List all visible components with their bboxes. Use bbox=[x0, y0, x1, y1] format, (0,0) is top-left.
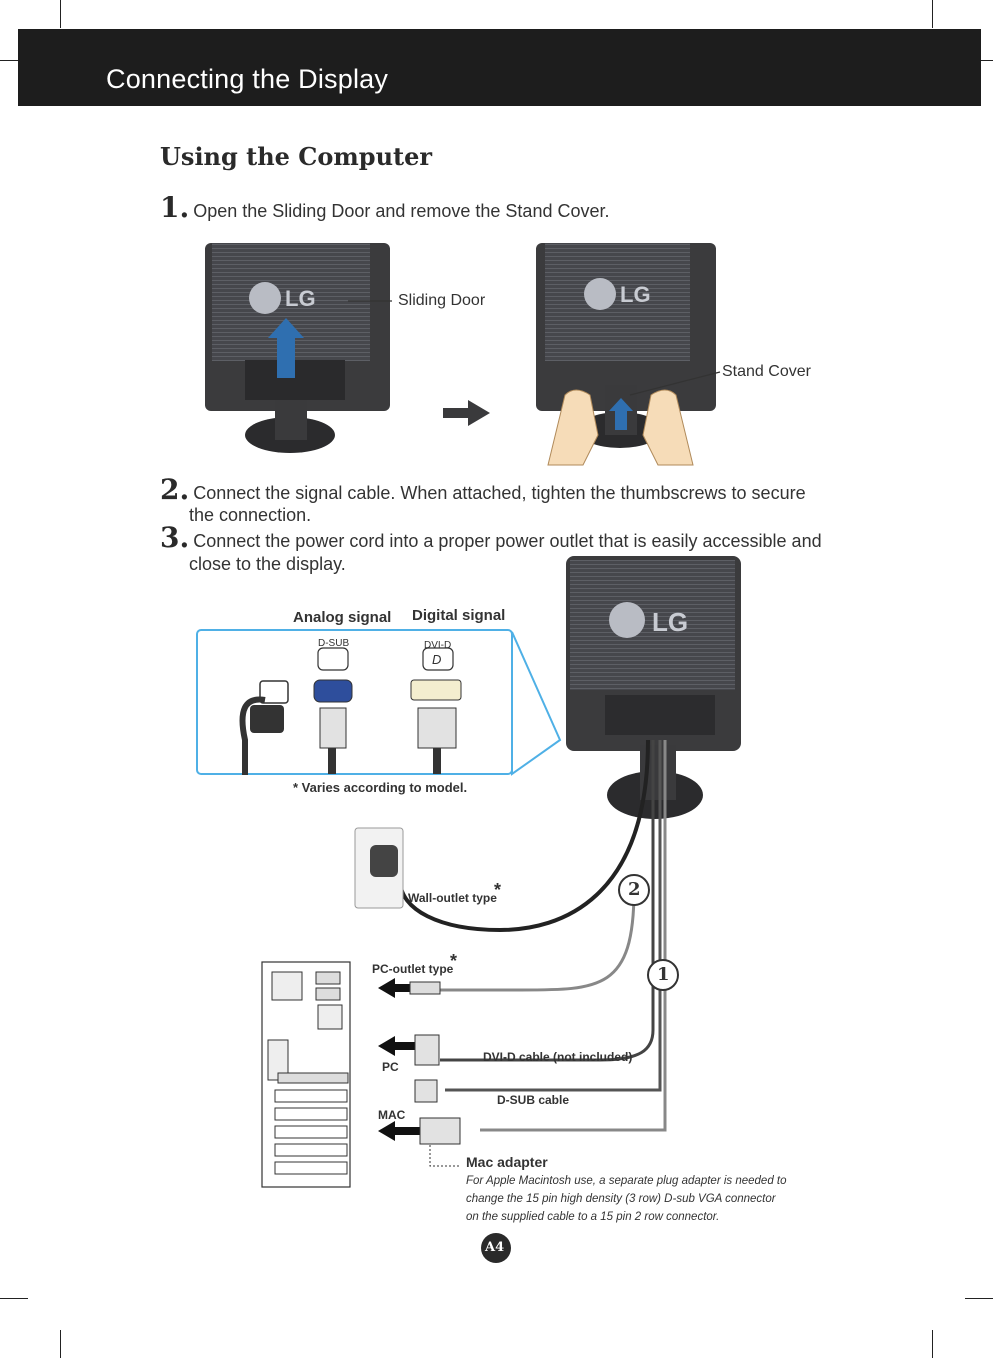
dsub-cable-label: D-SUB cable bbox=[497, 1093, 570, 1107]
step-1: 1.Open the Sliding Door and remove the S… bbox=[160, 194, 610, 223]
arrow-left-icon bbox=[378, 1036, 420, 1056]
analog-signal-label: Analog signal bbox=[293, 609, 392, 626]
marker-2-label: 2 bbox=[628, 879, 641, 900]
pc-tower bbox=[261, 961, 351, 1188]
model-note: * Varies according to model. bbox=[293, 780, 468, 795]
step-3-line-2: close to the display. bbox=[189, 554, 346, 574]
brand-logo-text: LG bbox=[652, 607, 689, 637]
step-text: Connect the signal cable. When attached,… bbox=[193, 483, 806, 503]
arrow-left-icon bbox=[378, 978, 420, 998]
dsub-port-icon bbox=[317, 647, 349, 671]
hand-icon bbox=[642, 389, 694, 466]
crop-mark bbox=[965, 1298, 993, 1299]
lg-logo-icon bbox=[609, 602, 645, 638]
step-text: Connect the power cord into a proper pow… bbox=[193, 531, 822, 551]
page-number: A4 bbox=[485, 1240, 505, 1255]
step-number: 1. bbox=[160, 191, 190, 224]
wall-outlet-label: Wall-outlet type bbox=[408, 891, 497, 905]
power-socket-icon bbox=[259, 680, 289, 704]
marker-1-label: 1 bbox=[657, 964, 670, 985]
dvid-symbol: D bbox=[432, 652, 442, 667]
monitor-back-connected bbox=[566, 556, 741, 819]
crop-mark bbox=[932, 0, 933, 28]
step-3: 3.Connect the power cord into a proper p… bbox=[160, 524, 822, 553]
crop-mark bbox=[60, 1330, 61, 1358]
asterisk: * bbox=[450, 951, 458, 971]
page-header-bar bbox=[18, 29, 981, 106]
crop-mark bbox=[60, 0, 61, 28]
mac-adapter-desc: on the supplied cable to a 15 pin 2 row … bbox=[466, 1211, 720, 1223]
monitor-back-stand-cover bbox=[536, 243, 716, 466]
page-title: Connecting the Display bbox=[106, 64, 389, 94]
mac-adapter-desc: For Apple Macintosh use, a separate plug… bbox=[466, 1175, 787, 1187]
asterisk: * bbox=[494, 880, 502, 900]
crop-mark bbox=[0, 1298, 28, 1299]
dvid-cable-label: DVI-D cable (not included) bbox=[483, 1050, 633, 1064]
section-title: Using the Computer bbox=[160, 142, 433, 171]
step-2-line-2: the connection. bbox=[189, 505, 312, 525]
arrow-left-icon bbox=[378, 1121, 420, 1141]
step-number: 2. bbox=[160, 473, 190, 506]
pc-outlet-label: PC-outlet type bbox=[372, 962, 454, 976]
lg-logo-icon bbox=[584, 278, 616, 310]
brand-logo-text: LG bbox=[620, 282, 651, 307]
mac-adapter-desc: change the 15 pin high density (3 row) D… bbox=[466, 1193, 776, 1205]
sliding-door-label: Sliding Door bbox=[398, 292, 486, 309]
step-2: 2.Connect the signal cable. When attache… bbox=[160, 476, 806, 505]
mac-adapter-title: Mac adapter bbox=[466, 1154, 548, 1170]
stand-cover-label: Stand Cover bbox=[722, 363, 811, 380]
step-text: Open the Sliding Door and remove the Sta… bbox=[193, 201, 610, 221]
pc-label: PC bbox=[382, 1060, 399, 1074]
signal-panel bbox=[196, 629, 562, 776]
digital-signal-label: Digital signal bbox=[412, 607, 506, 624]
brand-logo-text: LG bbox=[285, 286, 316, 311]
dvid-port-icon bbox=[422, 647, 454, 671]
marker-2 bbox=[618, 874, 650, 906]
page-number-badge bbox=[481, 1233, 511, 1263]
marker-1 bbox=[647, 959, 679, 991]
crop-mark bbox=[932, 1330, 933, 1358]
monitor-back-sliding-door bbox=[205, 243, 390, 453]
lg-logo-icon bbox=[249, 282, 281, 314]
hand-icon bbox=[547, 389, 599, 466]
dsub-port-label: D-SUB bbox=[318, 638, 350, 649]
mac-label: MAC bbox=[378, 1108, 406, 1122]
dvid-port-label: DVI-D bbox=[424, 640, 452, 651]
arrow-up-icon bbox=[277, 333, 295, 378]
step-number: 3. bbox=[160, 521, 190, 554]
arrow-right-icon bbox=[443, 400, 490, 426]
arrow-up-icon bbox=[615, 408, 627, 430]
crop-mark bbox=[0, 60, 28, 61]
